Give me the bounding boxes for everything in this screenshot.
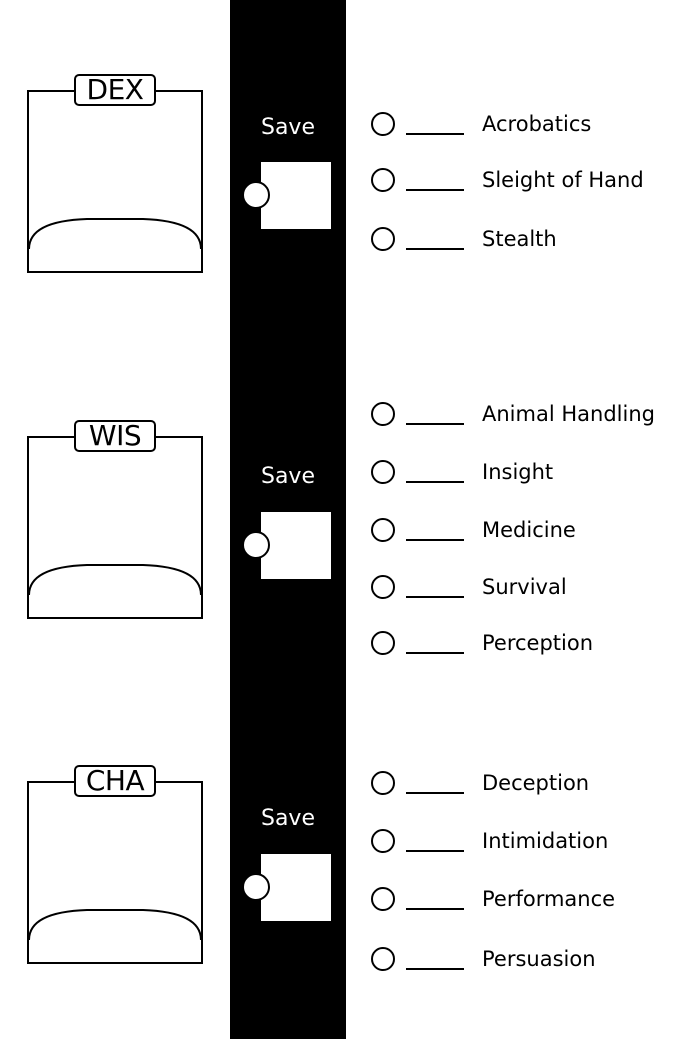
skill-label: Acrobatics xyxy=(482,112,592,136)
skill-label: Performance xyxy=(482,887,616,911)
skill-row: Stealth xyxy=(369,226,679,254)
skill-value-line[interactable] xyxy=(406,189,464,191)
skill-value-line[interactable] xyxy=(406,248,464,250)
skill-proficiency-bubble[interactable] xyxy=(371,112,395,136)
skill-value-line[interactable] xyxy=(406,423,464,425)
skill-value-line[interactable] xyxy=(406,968,464,970)
skill-value-line[interactable] xyxy=(406,539,464,541)
ability-score-box-dex[interactable]: DEX xyxy=(27,74,203,273)
skill-row: Deception xyxy=(369,770,679,798)
modifier-arc xyxy=(28,218,202,250)
skill-value-line[interactable] xyxy=(406,596,464,598)
skill-label: Medicine xyxy=(482,518,576,542)
skill-row: Sleight of Hand xyxy=(369,167,679,195)
skill-value-line[interactable] xyxy=(406,652,464,654)
modifier-arc xyxy=(28,909,202,941)
skill-proficiency-bubble[interactable] xyxy=(371,575,395,599)
skill-proficiency-bubble[interactable] xyxy=(371,887,395,911)
skill-row: Survival xyxy=(369,574,679,602)
skill-label: Perception xyxy=(482,631,594,655)
skill-row: Medicine xyxy=(369,517,679,545)
skill-value-line[interactable] xyxy=(406,133,464,135)
save-box-dex[interactable] xyxy=(261,162,331,229)
save-label-wis: Save xyxy=(260,464,315,489)
ability-score-box-wis[interactable]: WIS xyxy=(27,420,203,619)
skill-row: Perception xyxy=(369,630,679,658)
skill-label: Sleight of Hand xyxy=(482,168,644,192)
ability-name-cha: CHA xyxy=(74,765,156,797)
skill-value-line[interactable] xyxy=(406,850,464,852)
save-label-dex: Save xyxy=(260,115,315,140)
skill-row: Animal Handling xyxy=(369,401,679,429)
skill-proficiency-bubble[interactable] xyxy=(371,460,395,484)
skill-row: Insight xyxy=(369,459,679,487)
save-proficiency-bubble-dex[interactable] xyxy=(242,181,270,209)
skill-proficiency-bubble[interactable] xyxy=(371,947,395,971)
skill-label: Persuasion xyxy=(482,947,596,971)
skill-label: Survival xyxy=(482,575,567,599)
skill-label: Deception xyxy=(482,771,590,795)
skill-row: Performance xyxy=(369,886,679,914)
skill-proficiency-bubble[interactable] xyxy=(371,631,395,655)
skill-label: Animal Handling xyxy=(482,402,655,426)
skill-proficiency-bubble[interactable] xyxy=(371,771,395,795)
skill-row: Intimidation xyxy=(369,828,679,856)
modifier-arc xyxy=(28,564,202,596)
skill-proficiency-bubble[interactable] xyxy=(371,402,395,426)
skill-label: Insight xyxy=(482,460,554,484)
ability-score-box-cha[interactable]: CHA xyxy=(27,765,203,964)
skill-proficiency-bubble[interactable] xyxy=(371,227,395,251)
skill-row: Persuasion xyxy=(369,946,679,974)
skill-proficiency-bubble[interactable] xyxy=(371,518,395,542)
skill-value-line[interactable] xyxy=(406,908,464,910)
skill-value-line[interactable] xyxy=(406,481,464,483)
ability-name-wis: WIS xyxy=(74,420,156,452)
skill-row: Acrobatics xyxy=(369,111,679,139)
save-proficiency-bubble-wis[interactable] xyxy=(242,531,270,559)
skill-value-line[interactable] xyxy=(406,792,464,794)
save-label-cha: Save xyxy=(260,806,315,831)
skill-proficiency-bubble[interactable] xyxy=(371,829,395,853)
save-box-cha[interactable] xyxy=(261,854,331,921)
skill-label: Intimidation xyxy=(482,829,609,853)
ability-name-dex: DEX xyxy=(74,74,156,106)
skill-label: Stealth xyxy=(482,227,557,251)
save-proficiency-bubble-cha[interactable] xyxy=(242,873,270,901)
skill-proficiency-bubble[interactable] xyxy=(371,168,395,192)
save-box-wis[interactable] xyxy=(261,512,331,579)
